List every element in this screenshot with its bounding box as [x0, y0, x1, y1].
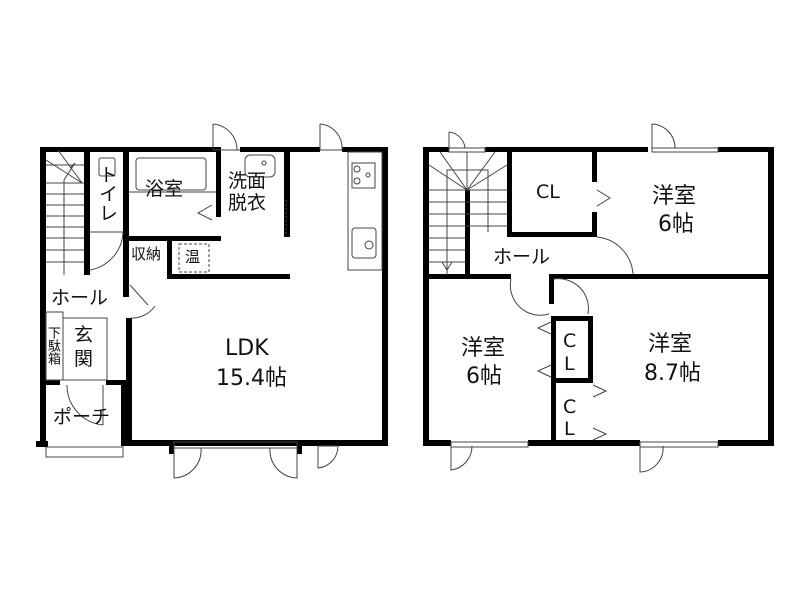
label-toilet: トイレ [96, 165, 118, 222]
second-floor-walls [423, 147, 774, 446]
label-storage: 収納 [131, 245, 162, 263]
label-entrance-1: 玄 [74, 324, 94, 346]
label-bath: 浴室 [145, 178, 184, 200]
first-floor-fixtures [45, 123, 383, 479]
label-bedroom-se-size: 8.7帖 [644, 361, 701, 386]
label-bedroom-ne-name: 洋室 [652, 184, 697, 209]
label-shoe-box: 下駄箱 [45, 326, 60, 365]
label-hall-2f: ホール [493, 246, 551, 268]
label-washroom-2: 脱衣 [228, 192, 267, 214]
label-water-heater: 温 [185, 248, 201, 266]
stairs-first-floor [45, 149, 84, 275]
stairs-second-floor [428, 151, 508, 275]
label-bedroom-sw-name: 洋室 [461, 336, 506, 361]
label-ldk-name: LDK [225, 336, 269, 361]
label-hall-1f: ホール [51, 287, 109, 309]
label-bedroom-se-name: 洋室 [648, 332, 693, 357]
label-closet-low-l: L [564, 418, 575, 440]
label-porch: ポーチ [53, 406, 111, 428]
label-bedroom-ne-size: 6帖 [658, 212, 694, 237]
label-entrance-2: 関 [74, 348, 94, 370]
label-bedroom-sw-size: 6帖 [466, 364, 502, 389]
first-floor-walls [36, 147, 388, 454]
label-closet-mid-l: L [564, 353, 575, 375]
label-closet-low-c: C [563, 396, 577, 418]
label-ldk-size: 15.4帖 [216, 366, 287, 391]
label-closet-top: CL [536, 181, 560, 203]
label-closet-mid-c: C [563, 330, 577, 352]
label-washroom-1: 洗面 [228, 170, 267, 192]
second-floor-fixtures [428, 123, 719, 473]
